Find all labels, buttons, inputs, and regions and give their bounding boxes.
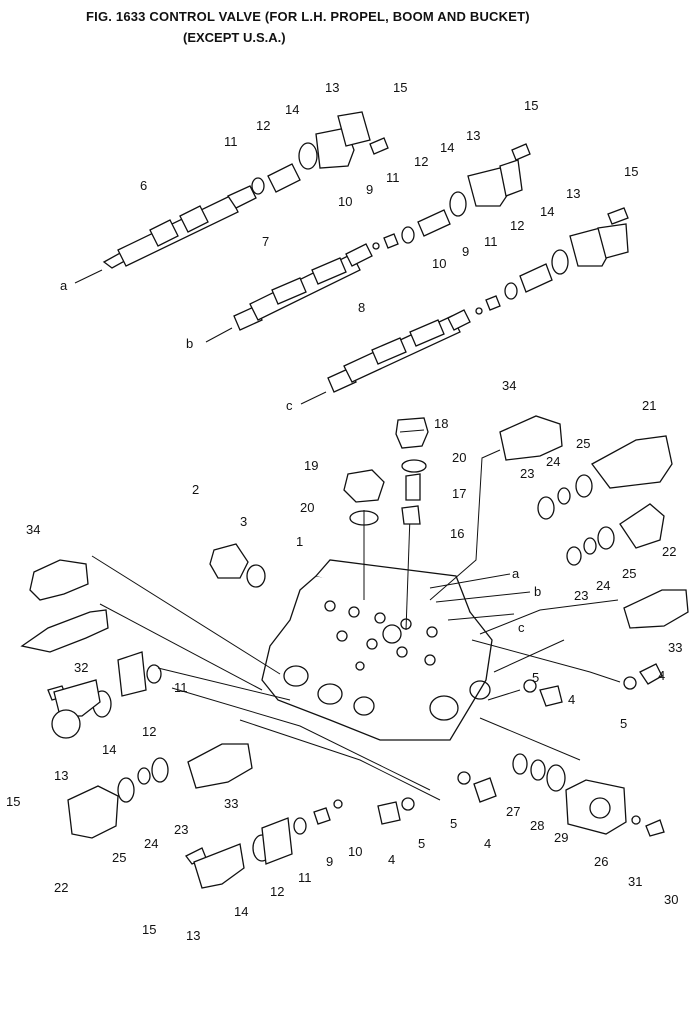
callout-c31: 31 — [628, 874, 642, 889]
callout-c3: 3 — [240, 514, 247, 529]
callout-c10b: 10 — [432, 256, 446, 271]
spool-8 — [300, 309, 471, 405]
callout-c33b: 33 — [224, 796, 238, 811]
callout-lb2: b — [534, 584, 541, 599]
callout-c13b: 13 — [466, 128, 480, 143]
callout-c15d: 15 — [6, 794, 20, 809]
callout-c12d: 12 — [142, 724, 156, 739]
left-parts — [20, 559, 253, 839]
callout-c22a: 22 — [662, 544, 676, 559]
callout-c4b: 4 — [658, 668, 665, 683]
figure-subtitle: (EXCEPT U.S.A.) — [183, 30, 286, 45]
callout-c25c: 25 — [112, 850, 126, 865]
callout-c5d: 5 — [418, 836, 425, 851]
body-fittings — [209, 415, 689, 707]
callout-c33a: 33 — [668, 640, 682, 655]
callout-c23b: 23 — [574, 588, 588, 603]
callout-c12a: 12 — [256, 118, 270, 133]
callout-lb: b — [186, 336, 193, 351]
callout-c7: 7 — [262, 234, 269, 249]
callout-c23a: 23 — [520, 466, 534, 481]
callout-c9b: 9 — [462, 244, 469, 259]
callout-c27: 27 — [506, 804, 520, 819]
callout-c34b: 34 — [26, 522, 40, 537]
callout-c4a: 4 — [568, 692, 575, 707]
callout-c11c: 11 — [484, 234, 498, 249]
callout-c25b: 25 — [622, 566, 636, 581]
callout-c10c: 10 — [348, 844, 362, 859]
callout-c24a: 24 — [546, 454, 560, 469]
callout-c22b: 22 — [54, 880, 68, 895]
callout-c12b: 12 — [414, 154, 428, 169]
callout-c2: 2 — [192, 482, 199, 497]
callout-c14a: 14 — [285, 102, 299, 117]
callout-c30: 30 — [664, 892, 678, 907]
callout-c19: 19 — [304, 458, 318, 473]
valve-body-1 — [261, 559, 493, 741]
callout-c11d: 11 — [174, 680, 188, 695]
callout-c29: 29 — [554, 830, 568, 845]
callout-c4d: 4 — [388, 852, 395, 867]
callout-c14d: 14 — [102, 742, 116, 757]
callout-c20a: 20 — [452, 450, 466, 465]
callout-c34a: 34 — [502, 378, 516, 393]
callout-c28: 28 — [530, 818, 544, 833]
callout-la: a — [60, 278, 68, 293]
callout-c12c: 12 — [510, 218, 524, 233]
callout-c14c: 14 — [540, 204, 554, 219]
callout-la2: a — [512, 566, 520, 581]
callout-lc2: c — [518, 620, 525, 635]
callout-c24c: 24 — [144, 836, 158, 851]
callout-c11a: 11 — [224, 134, 238, 149]
lower-parts — [185, 753, 665, 889]
callout-c14b: 14 — [440, 140, 454, 155]
callout-c15c: 15 — [624, 164, 638, 179]
figure-title: FIG. 1633 CONTROL VALVE (FOR L.H. PROPEL… — [86, 9, 530, 24]
spool-7 — [205, 243, 373, 343]
callout-c15e: 15 — [142, 922, 156, 937]
callout-c9c: 9 — [326, 854, 333, 869]
callout-c12e: 12 — [270, 884, 284, 899]
callout-c15b: 15 — [524, 98, 538, 113]
callout-c4c: 4 — [484, 836, 491, 851]
callout-c26: 26 — [594, 854, 608, 869]
callout-c25a: 25 — [576, 436, 590, 451]
callout-c8: 8 — [358, 300, 365, 315]
callout-c14e: 14 — [234, 904, 248, 919]
callout-lc: c — [286, 398, 293, 413]
callout-c16: 16 — [450, 526, 464, 541]
leader-lines — [91, 449, 621, 801]
callout-c24b: 24 — [596, 578, 610, 593]
callout-c11e: 11 — [298, 870, 312, 885]
callout-c13d: 13 — [54, 768, 68, 783]
callout-c32: 32 — [74, 660, 88, 675]
callout-c13c: 13 — [566, 186, 580, 201]
callout-c5b: 5 — [620, 716, 627, 731]
callout-c13a: 13 — [325, 80, 339, 95]
callout-c21: 21 — [642, 398, 656, 413]
callout-c11b: 11 — [386, 170, 400, 185]
callout-c23c: 23 — [174, 822, 188, 837]
callout-c5a: 5 — [532, 670, 539, 685]
callout-c20b: 20 — [300, 500, 314, 515]
callout-c6: 6 — [140, 178, 147, 193]
callout-c15a: 15 — [393, 80, 407, 95]
callout-c18: 18 — [434, 416, 448, 431]
spool-6 — [74, 185, 257, 284]
callout-c10a: 10 — [338, 194, 352, 209]
callout-c17: 17 — [452, 486, 466, 501]
callout-c5c: 5 — [450, 816, 457, 831]
callout-c13e: 13 — [186, 928, 200, 943]
callout-c9a: 9 — [366, 182, 373, 197]
top-small-parts — [251, 111, 629, 315]
callout-c1: 1 — [296, 534, 303, 549]
